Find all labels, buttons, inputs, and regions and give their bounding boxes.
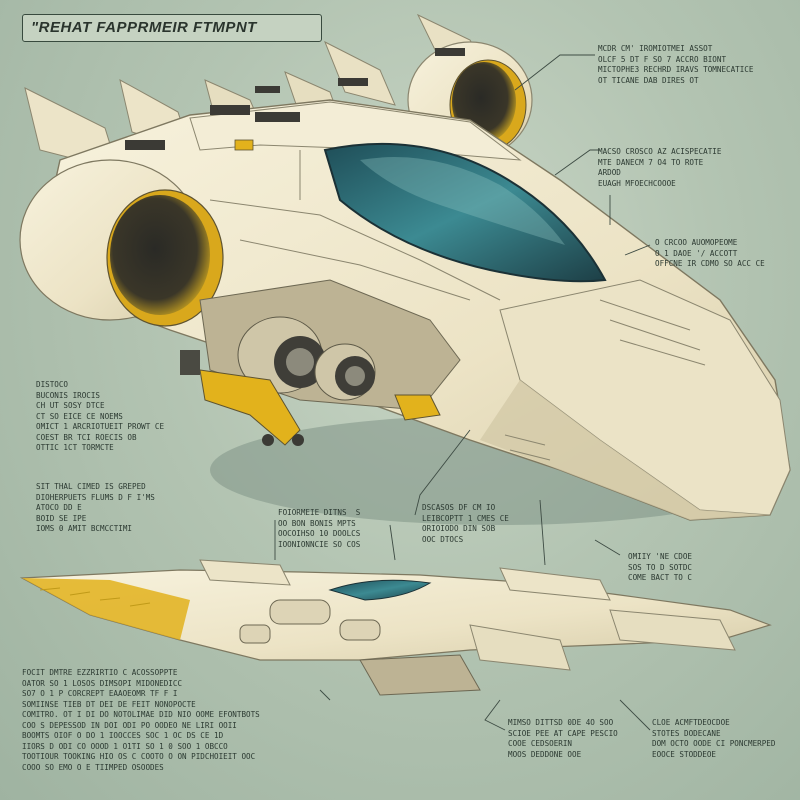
bottom-ship [19,559,772,696]
side-fin-2 [499,567,611,601]
annotation-center: FOIORMEIE DITNS S OO BON BONIS MPTS OOCO… [278,508,361,549]
annotation-top-right: MCDR CM' IROMIOTMEI ASSOT OLCF 5 DT F SO… [598,44,754,85]
canopy [323,142,607,283]
side-pod-1 [269,599,331,625]
vent-2 [255,112,300,122]
side-fin-3 [609,609,736,651]
annotation-left-upper: DISTOCO BUCONIS IROCIS CH UT SOSY DTCE C… [36,380,165,452]
engine-left-intake [110,195,210,315]
annotation-canopy: MACSO CROSCO AZ ACISPECATIE MTE DANECM 7… [598,147,722,188]
landing-gear-left [180,350,304,446]
turbine-2 [314,343,376,401]
side-fin-4 [469,624,571,671]
canopy-glare [360,157,565,245]
side-pod-2 [339,619,381,641]
landing-gear-right [394,394,441,421]
vent-4 [435,48,465,56]
side-fin-1 [199,559,291,586]
vent-6 [255,86,280,93]
annotation-bottom-mid: MIMSO DITTSD 0DE 4O SOO SCIOE PEE AT CAP… [508,718,618,759]
vent-5 [338,78,368,86]
annotation-center-right: DSCASOS DF CM IO LEIBCOPTT 1 CMES CE ORI… [422,503,509,544]
annotation-nose: O CRCOO AUOMOPEOME O 1 DAOE '/ ACCOTT OF… [655,238,765,268]
leader-lines [274,54,651,731]
annotation-bottom-left: FOCIT DMTRE EZZRIRTIO C ACOSSOPPTE OATOR… [22,668,260,772]
fin-top-2 [324,40,396,106]
annotation-right: OMIIY 'NE CDOE SOS TO D SOTDC COME BACT … [628,552,693,582]
top-ship [19,13,791,521]
side-belly [359,654,481,696]
annotation-left-lower: SIT THAL CIMED IS GREPED DIOHERPUETS FLU… [36,482,155,533]
side-stripe [22,578,190,640]
turbine-1 [237,316,326,394]
vent-3 [125,140,165,150]
side-canopy [328,579,432,601]
decal-yellow [234,139,254,151]
nose-lower [480,380,770,520]
annotation-bottom-right: CLOE ACMFTDEOCDOE STOTES DODECANE DOM OC… [652,718,776,759]
side-pod-3 [239,624,271,644]
side-stripe-marks [39,587,151,607]
page-title: "REHAT FAPPRMEIR FTMPNT [31,19,257,36]
vent-1 [210,105,250,115]
title-plate: "REHAT FAPPRMEIR FTMPNT [22,14,322,42]
